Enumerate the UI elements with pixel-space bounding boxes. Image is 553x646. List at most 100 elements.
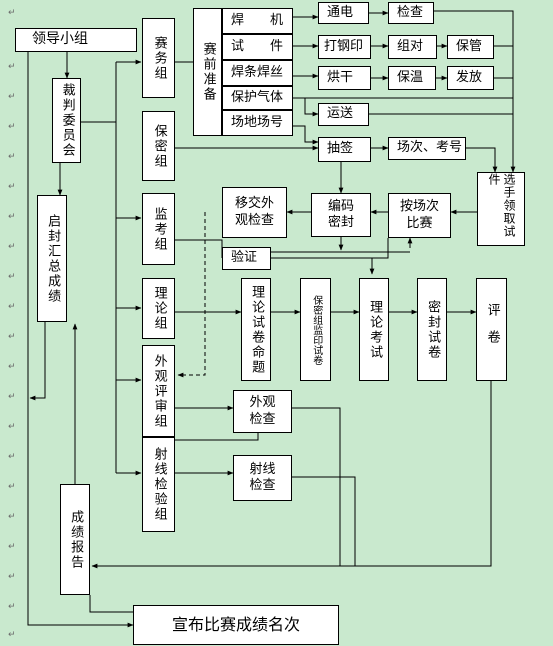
node-keep-label: 保管 (456, 38, 483, 54)
node-report: 成绩报告 (60, 484, 90, 595)
node-announce: 宣布比赛成绩名次 (133, 605, 339, 645)
paragraph-mark: ↵ (8, 182, 16, 192)
node-referee-label: 裁判委员会 (59, 83, 75, 158)
dashed-handover-visual (177, 212, 206, 378)
node-print-label: 保密组监印试卷 (310, 294, 322, 365)
arrow-site-draw (293, 125, 319, 145)
arrow-summary-trunk (29, 322, 46, 401)
node-radio: 射线检验组 (142, 437, 175, 532)
node-prop-label: 理论试卷命题 (249, 284, 265, 375)
line-verify-right (271, 238, 389, 259)
node-rod-label: 焊条焊丝 (231, 64, 284, 80)
node-visual: 外观评审组 (142, 345, 175, 437)
node-proctor: 监考组 (142, 193, 175, 265)
node-ray-check: 射线检查 (233, 455, 292, 501)
node-seal: 密封试卷 (417, 278, 447, 381)
node-visual-label: 外观评审组 (151, 353, 167, 429)
node-session: 场次、考号 (388, 137, 466, 160)
node-handover-label: 移交外观检查 (234, 196, 274, 228)
arrow-gas-transport (304, 98, 319, 117)
node-vis-check: 外观检查 (233, 390, 292, 433)
paragraph-mark: ↵ (8, 572, 16, 582)
node-code-label: 编码密封 (327, 198, 354, 230)
node-pick-label: 选手领取试件 (487, 173, 516, 238)
node-transport: 运送 (318, 103, 369, 126)
node-leader-label: 领导小组 (32, 31, 88, 48)
node-affairs-label: 赛务组 (151, 35, 167, 81)
node-session-label: 场次、考号 (397, 140, 463, 156)
node-secret-label: 保密组 (151, 123, 167, 169)
node-vis-check-label: 外观检查 (249, 395, 276, 427)
line-session-pick (466, 147, 498, 173)
node-verify: 验证 (222, 247, 271, 270)
node-welder: 焊 机 (222, 8, 293, 34)
node-warm-label: 保温 (397, 69, 424, 85)
node-theory: 理论组 (142, 278, 175, 339)
node-summary: 启封汇总成绩 (37, 195, 67, 322)
node-site: 场地场号 (222, 110, 293, 136)
paragraph-mark: ↵ (8, 8, 16, 18)
line-grade-report (91, 380, 492, 569)
node-warm: 保温 (388, 66, 436, 90)
paragraph-mark: ↵ (8, 512, 16, 522)
paragraph-mark: ↵ (8, 602, 16, 612)
node-print: 保密组监印试卷 (300, 278, 331, 381)
node-dry: 烘干 (318, 66, 371, 90)
node-check-label: 检查 (397, 4, 424, 20)
paragraph-mark: ↵ (8, 332, 16, 342)
node-keep: 保管 (447, 35, 494, 59)
node-power: 通电 (318, 2, 369, 24)
node-prep-label: 赛前准备 (200, 42, 216, 102)
node-report-label: 成绩报告 (68, 509, 84, 570)
node-order-label: 按场次比赛 (399, 199, 439, 231)
node-draw: 抽签 (318, 137, 371, 162)
node-summary-label: 启封汇总成绩 (45, 213, 61, 304)
node-transport-label: 运送 (327, 106, 354, 122)
paragraph-mark: ↵ (8, 542, 16, 552)
node-site-label: 场地场号 (231, 114, 284, 130)
node-gas-label: 保护气体 (231, 89, 284, 105)
node-radio-label: 射线检验组 (151, 447, 167, 522)
node-announce-label: 宣布比赛成绩名次 (171, 615, 300, 634)
node-affairs: 赛务组 (142, 18, 175, 98)
paragraph-mark: ↵ (8, 92, 16, 102)
paragraph-mark: ↵ (8, 272, 16, 282)
node-gas: 保护气体 (222, 86, 293, 110)
node-pick: 选手领取试件 (477, 172, 525, 246)
node-prop: 理论试卷命题 (241, 278, 271, 381)
node-grade-label: 评卷 (484, 302, 500, 357)
paragraph-mark: ↵ (8, 62, 16, 72)
node-grade: 评卷 (476, 278, 507, 381)
paragraph-mark: ↵ (8, 482, 16, 492)
node-referee: 裁判委员会 (52, 78, 81, 163)
node-dispatch: 发放 (447, 66, 494, 90)
node-prep: 赛前准备 (193, 8, 222, 136)
node-ray-check-label: 射线检查 (249, 461, 276, 493)
node-dispatch-label: 发放 (456, 69, 483, 85)
node-rod: 焊条焊丝 (222, 60, 293, 86)
paragraph-mark: ↵ (8, 392, 16, 402)
node-secret: 保密组 (142, 111, 175, 181)
node-specimen-label: 试 件 (231, 38, 284, 54)
line-report-announce (89, 595, 133, 613)
paragraph-mark: ↵ (8, 122, 16, 132)
node-handover: 移交外观检查 (222, 187, 287, 238)
paragraph-mark: ↵ (8, 362, 16, 372)
paragraph-mark: ↵ (8, 452, 16, 462)
paragraph-mark: ↵ (8, 242, 16, 252)
node-draw-label: 抽签 (327, 141, 354, 157)
node-code: 编码密封 (311, 193, 371, 237)
node-leader: 领导小组 (15, 28, 137, 52)
line-check-right (434, 10, 516, 173)
paragraph-mark: ↵ (8, 302, 16, 312)
node-exam-label: 理论考试 (367, 299, 383, 360)
node-exam: 理论考试 (359, 278, 389, 381)
node-check: 检查 (388, 2, 434, 24)
node-specimen: 试 件 (222, 34, 293, 60)
line-leader-trunk (27, 52, 134, 628)
node-dry-label: 烘干 (327, 69, 354, 85)
node-proctor-label: 监考组 (151, 206, 167, 252)
node-welder-label: 焊 机 (231, 12, 284, 28)
line-vischeck-report (292, 407, 341, 566)
